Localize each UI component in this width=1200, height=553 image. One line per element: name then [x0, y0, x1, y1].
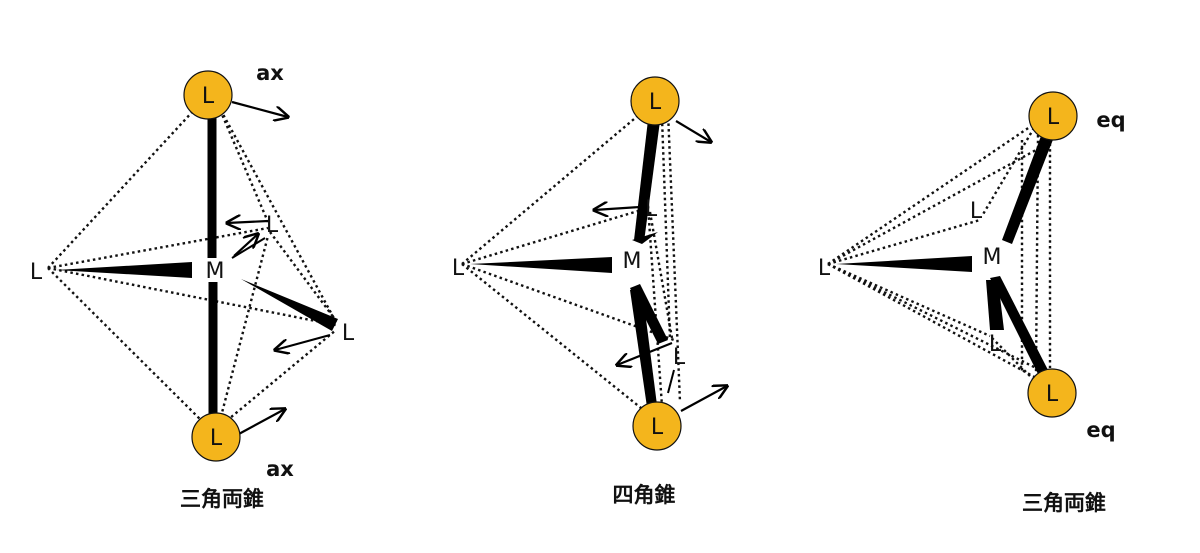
panel-1-dotted-edges — [47, 95, 338, 436]
wedge-bond — [1002, 128, 1056, 244]
ligand-label: L — [645, 197, 658, 222]
ligand-ball-axial-top — [183, 70, 233, 120]
equatorial-label-top: eq — [1096, 108, 1125, 132]
ligand-label: L — [342, 321, 355, 346]
wedge-bond — [470, 257, 612, 273]
ligand-ball-axial-bottom — [191, 412, 241, 462]
panel-3-trigonal-bipyramid: L L L L L M eq eq 三角両錐 — [818, 91, 1126, 515]
panel-3-dotted-edges — [827, 119, 1052, 382]
ligand-label: L — [673, 345, 686, 370]
panel-1-motion-arrows — [227, 100, 331, 436]
ligand-ball-equatorial-bottom — [1027, 368, 1077, 418]
panel-3-bonds — [836, 128, 1056, 374]
panel-2-dotted-edges — [461, 111, 682, 413]
ligand-ball-apical — [630, 76, 680, 126]
wedge-bond — [986, 280, 1004, 330]
ligand-label: L — [651, 415, 664, 440]
wedge-bond — [632, 232, 658, 244]
panel-2-motion-arrows — [594, 120, 727, 412]
panel-1-trigonal-bipyramid: L L L L L M ax ax 三角両錐 — [30, 61, 355, 511]
ligand-label: L — [266, 213, 279, 238]
ligand-label: L — [202, 84, 215, 109]
panel-2-square-pyramid: L L L L L M 四角錐 — [452, 76, 727, 507]
ligand-label: L — [1047, 105, 1060, 130]
panel-2-bonds — [470, 120, 675, 407]
axial-label-top: ax — [256, 61, 284, 85]
ligand-label: L — [210, 426, 223, 451]
ligand-label: L — [452, 256, 465, 281]
wedge-bond — [241, 279, 338, 331]
panel-1-bonds — [56, 118, 338, 418]
ligand-ball-basal — [632, 401, 682, 451]
wedge-bond — [990, 276, 1048, 374]
wedge-bond — [630, 288, 657, 407]
ligand-label: L — [1046, 382, 1059, 407]
metal-label: M — [206, 259, 225, 284]
metal-label: M — [623, 249, 642, 274]
equatorial-label-bottom: eq — [1086, 418, 1115, 442]
ligand-label: L — [970, 199, 983, 224]
ligand-label: L — [818, 256, 831, 281]
wedge-bond — [56, 262, 192, 278]
panel-1-caption: 三角両錐 — [180, 487, 264, 511]
wedge-bond — [836, 256, 972, 272]
wedge-bond — [634, 120, 660, 242]
panel-2-caption: 四角錐 — [613, 483, 676, 507]
panel-3-caption: 三角両錐 — [1022, 491, 1106, 515]
axial-label-bottom: ax — [266, 457, 294, 481]
ligand-ball-equatorial-top — [1028, 91, 1078, 141]
ligand-label: L — [649, 90, 662, 115]
ligand-label: L — [989, 332, 1002, 357]
metal-label: M — [983, 245, 1002, 270]
ligand-label: L — [30, 260, 43, 285]
